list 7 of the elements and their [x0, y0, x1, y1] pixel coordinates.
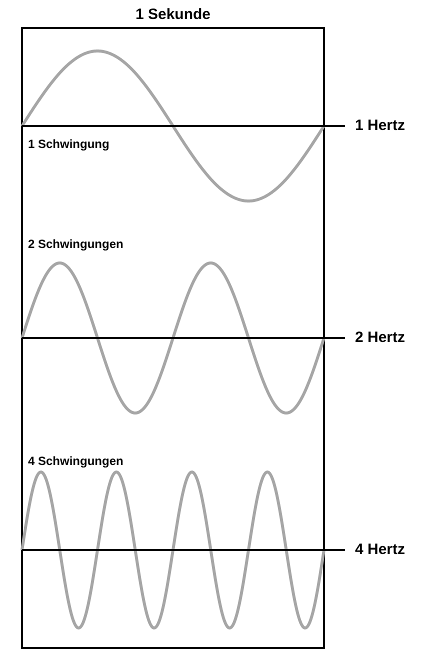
- duration-label: 1 Sekunde: [135, 7, 211, 22]
- frequency-label: 1 Hertz: [355, 118, 406, 133]
- oscillation-count-label: 1 Schwingung: [28, 138, 110, 150]
- oscillation-count-label: 4 Schwingungen: [28, 455, 124, 467]
- frequency-label: 2 Hertz: [355, 330, 406, 345]
- oscillation-count-label: 2 Schwingungen: [28, 238, 124, 250]
- frequency-label: 4 Hertz: [355, 542, 406, 557]
